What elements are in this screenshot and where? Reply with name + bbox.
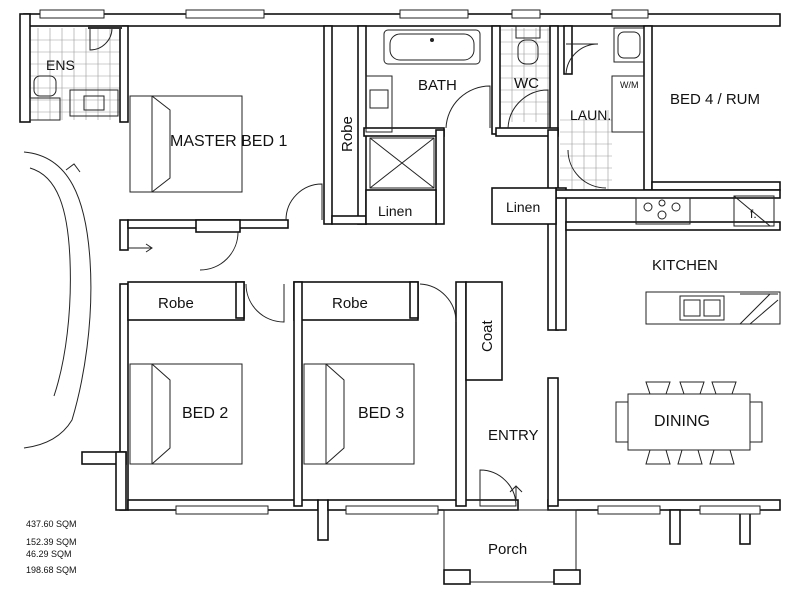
- bed2-furniture: [129, 363, 243, 465]
- exterior-walls: [19, 13, 781, 545]
- label-master-bed: MASTER BED 1: [170, 133, 287, 150]
- label-coat: Coat: [479, 319, 496, 352]
- area-total: 437.60 SQM: [26, 519, 77, 529]
- label-robe-bed3: Robe: [332, 295, 368, 312]
- label-fridge: f.: [750, 207, 757, 221]
- label-robe-master: Robe: [339, 116, 356, 152]
- area-line-2: 46.29 SQM: [26, 549, 72, 559]
- label-bath: BATH: [418, 77, 457, 94]
- door-swings: [88, 25, 607, 507]
- laundry-tile-pattern: [500, 28, 612, 190]
- label-linen-2: Linen: [506, 199, 540, 215]
- car-outline: [23, 151, 92, 449]
- bed3-furniture: [303, 363, 415, 465]
- label-dining: DINING: [654, 413, 710, 430]
- master-bed-furniture: [129, 95, 243, 193]
- area-line-3: 198.68 SQM: [26, 565, 77, 575]
- label-bed4: BED 4 / RUM: [670, 91, 760, 108]
- label-porch: Porch: [488, 541, 527, 558]
- label-robe-bed2: Robe: [158, 295, 194, 312]
- ensuite-tile-pattern: [26, 28, 122, 120]
- label-ens: ENS: [46, 57, 75, 73]
- label-linen-1: Linen: [378, 203, 412, 219]
- interior-walls: [127, 25, 781, 507]
- label-wm: W/M: [620, 80, 639, 90]
- porch-structure: [128, 243, 581, 585]
- label-kitchen: KITCHEN: [652, 257, 718, 274]
- label-entry: ENTRY: [488, 427, 539, 444]
- label-wc: WC: [514, 75, 539, 92]
- label-laundry: LAUN.: [570, 107, 611, 123]
- area-line-1: 152.39 SQM: [26, 537, 77, 547]
- windows: [39, 9, 761, 515]
- label-bed2: BED 2: [182, 405, 228, 422]
- label-bed3: BED 3: [358, 405, 404, 422]
- fixtures: [29, 25, 781, 465]
- area-summary: 437.60 SQM 152.39 SQM 46.29 SQM 198.68 S…: [26, 518, 106, 576]
